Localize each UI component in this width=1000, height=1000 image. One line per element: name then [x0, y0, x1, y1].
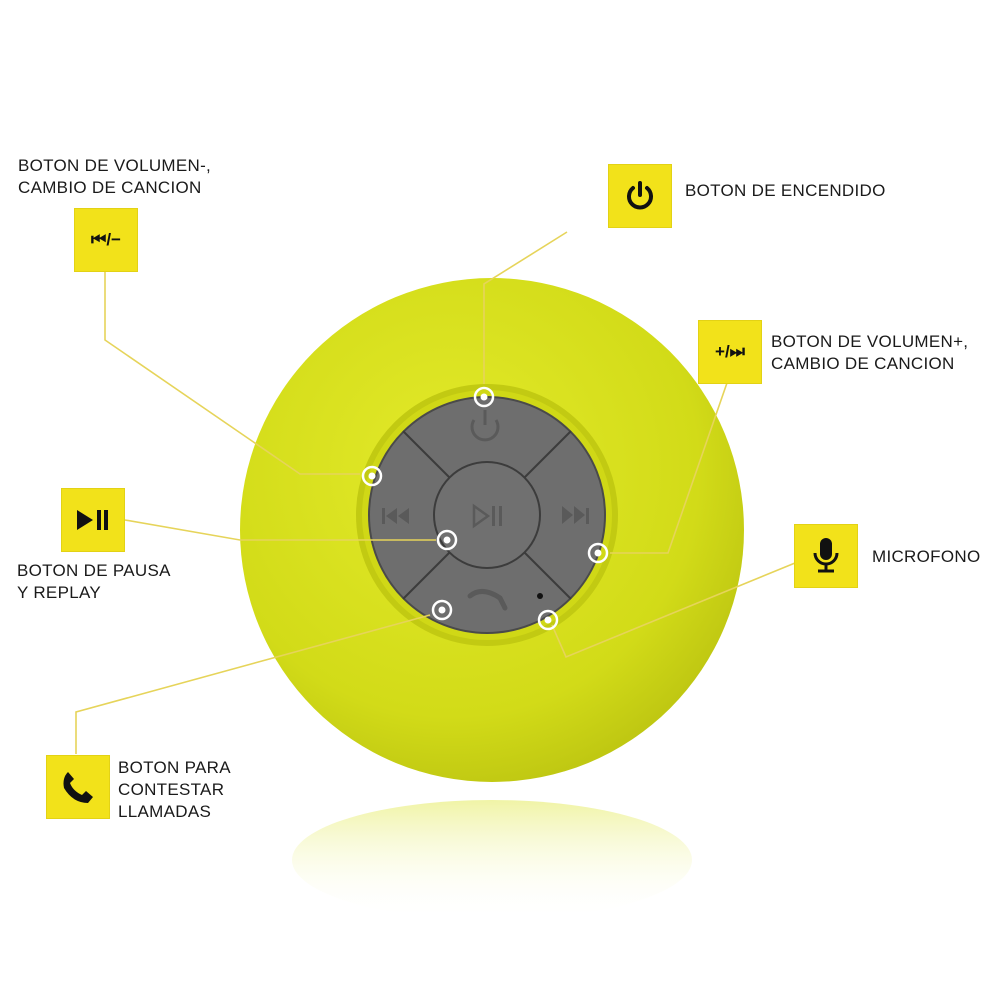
plus-forward-glyph: +/⏭	[715, 342, 745, 361]
play-pause-glyph	[77, 510, 108, 530]
rewind-minus-icon: ⏮/−	[75, 209, 137, 271]
label-answer-call: BOTON PARA CONTESTAR LLAMADAS	[118, 758, 231, 821]
label-volume-down: BOTON DE VOLUMEN-, CAMBIO DE CANCION	[18, 156, 212, 197]
speaker-reflection	[292, 800, 692, 920]
power-glyph	[627, 181, 653, 210]
phone-glyph	[63, 772, 93, 803]
rewind-minus-glyph: ⏮/−	[91, 230, 121, 249]
microphone-glyph	[813, 538, 839, 573]
microphone-icon	[795, 525, 857, 587]
marker-volume-down	[361, 465, 383, 487]
marker-answer-call	[431, 599, 453, 621]
power-icon	[609, 165, 671, 227]
marker-volume-up	[587, 542, 609, 564]
play-pause-icon	[62, 489, 124, 551]
phone-icon	[47, 756, 109, 818]
marker-play-pause	[436, 529, 458, 551]
label-play-pause: BOTON DE PAUSA Y REPLAY	[17, 561, 171, 602]
label-power: BOTON DE ENCENDIDO	[685, 181, 886, 200]
marker-power	[473, 386, 495, 408]
marker-microphone	[537, 609, 559, 631]
plus-forward-icon: +/⏭	[699, 321, 761, 383]
mic-hole	[537, 593, 543, 599]
label-volume-up: BOTON DE VOLUMEN+, CAMBIO DE CANCION	[771, 332, 969, 373]
label-microphone: MICROFONO	[872, 547, 981, 566]
